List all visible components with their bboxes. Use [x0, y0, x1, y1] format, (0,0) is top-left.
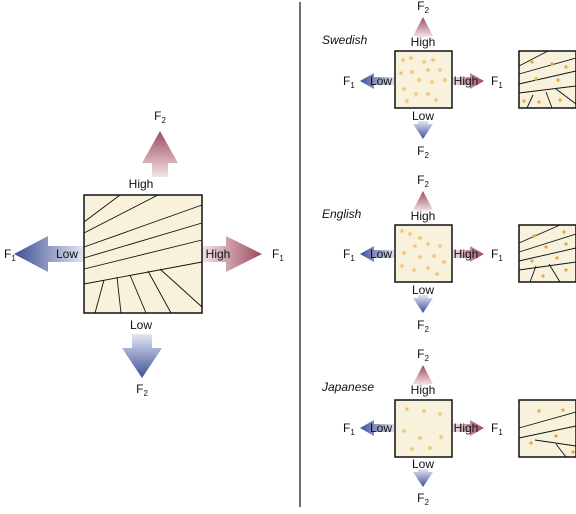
f2-low-arrow	[413, 121, 433, 139]
language-name: English	[322, 207, 362, 221]
f1-left-label: F1	[343, 421, 355, 437]
language-name: Swedish	[322, 33, 368, 47]
f1-left-label: F1	[343, 247, 355, 263]
f1-high-arrow	[452, 246, 484, 262]
f2-high-arrow	[413, 17, 433, 37]
f1-low-label: Low	[370, 421, 392, 435]
f2-up-label: F2	[417, 173, 429, 189]
f1-right-label: F1	[491, 421, 503, 437]
category-map-box	[518, 50, 576, 109]
f1-high-label: High	[454, 74, 479, 88]
f1-high-label: High	[454, 247, 479, 261]
category-prototypes	[522, 60, 568, 104]
left-panel: F2 High Low F2 F1 Low High F1	[4, 109, 284, 398]
f2-high-label: High	[411, 209, 436, 223]
category-prototypes	[530, 230, 568, 278]
category-boundaries	[518, 50, 576, 109]
f2-up-label: F2	[154, 109, 166, 125]
category-boundaries	[83, 194, 203, 314]
category-boundaries	[518, 224, 576, 283]
f2-up-label: F2	[417, 347, 429, 363]
f1-high-arrow	[452, 420, 484, 436]
f2-down-label: F2	[417, 144, 429, 160]
f1-high-arrow	[202, 236, 262, 272]
vowel-space-box-frame	[83, 194, 203, 314]
f2-high-arrow	[413, 365, 433, 385]
f2-down-label: F2	[417, 491, 429, 507]
f1-right-label: F1	[491, 247, 503, 263]
f1-low-label: Low	[370, 247, 392, 261]
f2-up-label: F2	[417, 0, 429, 15]
category-prototypes	[529, 408, 575, 454]
vowel-tokens	[398, 55, 448, 104]
vowel-tokens	[401, 406, 444, 452]
f1-low-arrow	[14, 236, 84, 272]
f2-down-label: F2	[417, 318, 429, 334]
f2-high-label: High	[411, 35, 436, 49]
f1-right-label: F1	[491, 74, 503, 90]
language-panel-english: English F2 High Low F2 F1 Low High F1	[322, 173, 576, 334]
f1-low-arrow	[360, 420, 395, 436]
f2-low-arrow	[122, 334, 162, 378]
f1-high-arrow	[452, 73, 484, 89]
category-map-box	[518, 399, 576, 458]
f1-right-label: F1	[272, 247, 284, 263]
f2-high-label: High	[411, 383, 436, 397]
vowel-tokens	[399, 228, 447, 277]
f1-left-label: F1	[4, 247, 16, 263]
f2-low-arrow	[413, 295, 433, 313]
language-name: Japanese	[321, 380, 374, 394]
f2-low-arrow	[413, 469, 433, 487]
f2-high-label: High	[129, 177, 154, 191]
f1-left-label: F1	[343, 74, 355, 90]
f1-low-label: Low	[56, 247, 78, 261]
vowel-cloud-box	[394, 399, 453, 458]
f1-high-label: High	[454, 421, 479, 435]
category-boundaries	[518, 411, 576, 458]
f2-low-label: Low	[412, 283, 434, 297]
f2-down-label: F2	[136, 382, 148, 398]
f1-high-label: High	[206, 247, 231, 261]
f1-low-label: Low	[370, 74, 392, 88]
f2-high-arrow	[142, 131, 178, 177]
f2-low-label: Low	[412, 457, 434, 471]
f2-low-label: Low	[130, 318, 152, 332]
vowel-space-box	[83, 194, 203, 314]
f1-low-arrow	[360, 73, 395, 89]
f2-high-arrow	[413, 191, 433, 211]
category-map-box	[518, 224, 576, 283]
f1-low-arrow	[360, 246, 395, 262]
language-panel-swedish: Swedish F2 High Low F2 F1 Low High F1	[322, 0, 576, 160]
f2-low-label: Low	[412, 109, 434, 123]
language-panel-japanese: Japanese F2 High Low F2 F1 Low High F1	[321, 347, 576, 507]
